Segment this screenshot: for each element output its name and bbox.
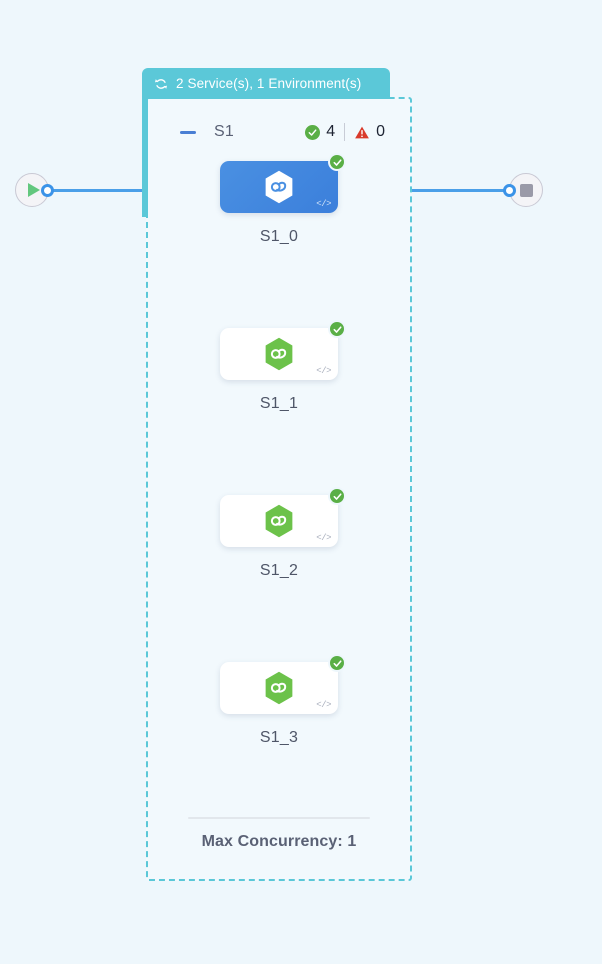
error-count-value: 0 [376,123,385,140]
hexagon-infinity-icon [265,337,293,371]
end-input-port[interactable] [503,184,516,197]
code-icon: </> [316,199,331,209]
group-header-row: S1 4 0 [148,119,410,145]
service-node-0[interactable]: </> S1_0 [219,153,346,246]
service-group-container: S1 4 0 [146,97,412,881]
group-accent-bar [142,95,148,217]
edge-start-to-group [47,189,148,192]
hexagon-infinity-icon [265,671,293,705]
service-card[interactable]: </> [220,654,346,714]
group-title: S1 [214,123,234,140]
check-circle-icon [305,124,321,140]
play-icon [27,183,40,197]
check-circle-icon [328,654,346,672]
warning-triangle-icon [355,126,369,138]
code-icon: </> [316,366,331,376]
group-status-cluster: 4 0 [296,123,394,141]
hexagon-infinity-icon [265,170,293,204]
success-count-value: 4 [326,123,336,140]
group-footer-divider [188,817,370,819]
check-circle-icon [328,320,346,338]
service-card[interactable]: </> [220,487,346,547]
code-icon: </> [316,700,331,710]
service-node-2[interactable]: </> S1_2 [219,487,346,580]
service-label: S1_2 [259,562,299,579]
stop-icon [519,183,533,197]
edge-group-to-end [410,189,513,192]
check-circle-icon [328,487,346,505]
check-circle-icon [328,153,346,171]
service-label: S1_3 [259,729,299,746]
cycle-refresh-icon [155,78,167,89]
error-count: 0 [345,123,394,141]
start-output-port[interactable] [41,184,54,197]
group-tab-label: 2 Service(s), 1 Environment(s) [176,76,362,91]
max-concurrency-label: Max Concurrency: 1 [201,833,357,850]
code-icon: </> [316,533,331,543]
service-node-1[interactable]: </> S1_1 [219,320,346,413]
service-card[interactable]: </> [220,153,346,213]
hexagon-infinity-icon [265,504,293,538]
service-node-3[interactable]: </> S1_3 [219,654,346,747]
service-label: S1_1 [259,395,299,412]
group-header-tab[interactable]: 2 Service(s), 1 Environment(s) [142,68,390,99]
service-card[interactable]: </> [220,320,346,380]
collapse-group-icon[interactable] [180,130,196,134]
success-count: 4 [296,123,346,141]
service-label: S1_0 [259,228,299,245]
